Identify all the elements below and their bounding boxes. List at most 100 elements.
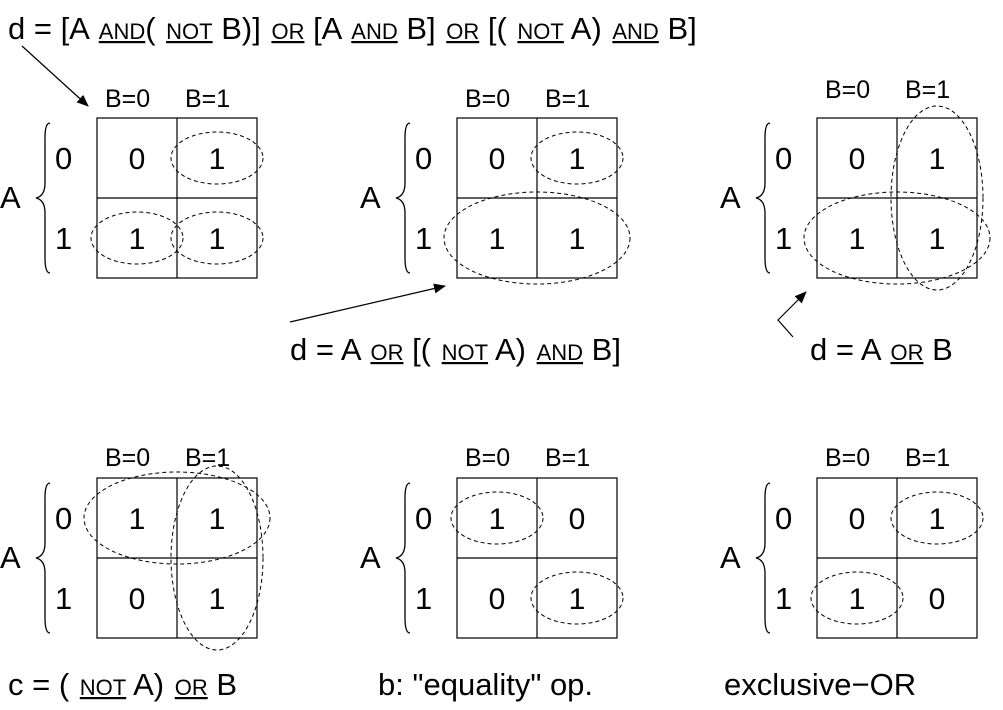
- map-3-caption: d = A OR B: [810, 332, 953, 367]
- formula-text: d = A: [810, 332, 888, 367]
- grouping-loop: [810, 571, 904, 625]
- formula-text: B: [208, 667, 237, 702]
- grouping-loop: [83, 471, 271, 565]
- row-label-a0: 0: [775, 141, 792, 176]
- operator-keyword: OR: [446, 19, 479, 44]
- column-header-b0: B=0: [825, 444, 870, 472]
- row-label-a1: 1: [415, 221, 432, 256]
- row-label-a1: 1: [775, 581, 792, 616]
- row-variable-label: A: [0, 540, 21, 575]
- operator-keyword: OR: [175, 675, 208, 700]
- row-label-a0: 0: [415, 501, 432, 536]
- cell-a0-b1: 1: [569, 143, 586, 176]
- row-label-a0: 0: [775, 501, 792, 536]
- formula-text: [A: [304, 11, 349, 46]
- cell-a1-b1: 0: [929, 583, 946, 616]
- operator-keyword: OR: [370, 340, 403, 365]
- top-formula: d = [A AND( NOT B)] OR [A AND B] OR [( N…: [8, 11, 697, 46]
- grouping-loop: [170, 131, 264, 185]
- cell-a0-b0: 0: [849, 143, 866, 176]
- column-header-b1: B=1: [905, 76, 950, 104]
- brace-icon: [395, 122, 411, 274]
- row-label-a1: 1: [55, 581, 72, 616]
- operator-keyword: OR: [271, 19, 304, 44]
- brace-icon: [395, 482, 411, 634]
- formula-text: B]: [659, 11, 697, 46]
- cell-a1-b1: 1: [929, 223, 946, 256]
- row-label-a1: 1: [775, 221, 792, 256]
- formula-text: b: "equality" op.: [378, 667, 593, 702]
- cell-a0-b1: 1: [209, 143, 226, 176]
- formula-text: B]: [583, 332, 621, 367]
- row-label-a1: 1: [55, 221, 72, 256]
- cell-a0-b1: 1: [929, 143, 946, 176]
- map3-caption-arrow: [777, 291, 807, 338]
- cell-a1-b1: 1: [569, 583, 586, 616]
- row-label-a0: 0: [55, 501, 72, 536]
- brace-icon: [35, 482, 51, 634]
- row-label-a0: 0: [415, 141, 432, 176]
- cell-a1-b0: 1: [129, 223, 146, 256]
- grouping-loop: [170, 465, 264, 651]
- column-header-b1: B=1: [905, 444, 950, 472]
- map-4-caption: c = ( NOT A) OR B: [8, 667, 237, 702]
- grouping-loop: [530, 131, 624, 185]
- grouping-loop: [443, 191, 631, 285]
- cell-a0-b0: 1: [129, 503, 146, 536]
- operator-keyword: AND: [612, 19, 658, 44]
- map2-caption-arrow: [289, 283, 446, 323]
- row-variable-label: A: [0, 180, 21, 215]
- grouping-loop: [530, 571, 624, 625]
- formula-text: c = (: [8, 667, 78, 702]
- column-header-b1: B=1: [545, 444, 590, 472]
- operator-keyword: AND: [99, 19, 145, 44]
- formula-text: A): [126, 667, 173, 702]
- row-label-a1: 1: [415, 581, 432, 616]
- arrows: [21, 45, 807, 338]
- grouping-loop: [890, 105, 984, 291]
- formula-text: B)]: [213, 11, 270, 46]
- cell-a1-b0: 0: [129, 583, 146, 616]
- cell-a0-b1: 1: [929, 503, 946, 536]
- cell-a0-b1: 0: [569, 503, 586, 536]
- column-header-b1: B=1: [545, 85, 590, 113]
- map-5-caption: b: "equality" op.: [378, 667, 593, 702]
- row-label-a0: 0: [55, 141, 72, 176]
- map-6-caption: exclusive−OR: [724, 667, 916, 702]
- column-header-b0: B=0: [105, 85, 150, 113]
- formula-text: d = A: [290, 332, 368, 367]
- operator-keyword: NOT: [166, 19, 212, 44]
- row-variable-label: A: [360, 180, 381, 215]
- cell-a1-b1: 1: [209, 223, 226, 256]
- cell-a0-b0: 0: [849, 503, 866, 536]
- column-header-b1: B=1: [185, 444, 230, 472]
- column-header-b0: B=0: [465, 444, 510, 472]
- grouping-loop: [170, 211, 264, 265]
- column-header-b1: B=1: [185, 85, 230, 113]
- grouping-loop: [450, 491, 544, 545]
- grouping-loop: [90, 211, 184, 265]
- map-2-caption: d = A OR [( NOT A) AND B]: [290, 332, 621, 367]
- brace-icon: [35, 122, 51, 274]
- cell-a0-b0: 1: [489, 503, 506, 536]
- cell-a1-b1: 1: [209, 583, 226, 616]
- grouping-loop: [803, 191, 991, 285]
- row-variable-label: A: [720, 540, 741, 575]
- brace-icon: [755, 122, 771, 274]
- brace-icon: [755, 482, 771, 634]
- operator-keyword: AND: [351, 19, 397, 44]
- formula-text: B: [923, 332, 952, 367]
- formula-text: d = [A: [8, 11, 97, 46]
- operator-keyword: NOT: [517, 19, 563, 44]
- formula-text: A): [564, 11, 611, 46]
- row-variable-label: A: [360, 540, 381, 575]
- row-variable-label: A: [720, 180, 741, 215]
- formula-text: B]: [398, 11, 445, 46]
- formula-text: A): [488, 332, 535, 367]
